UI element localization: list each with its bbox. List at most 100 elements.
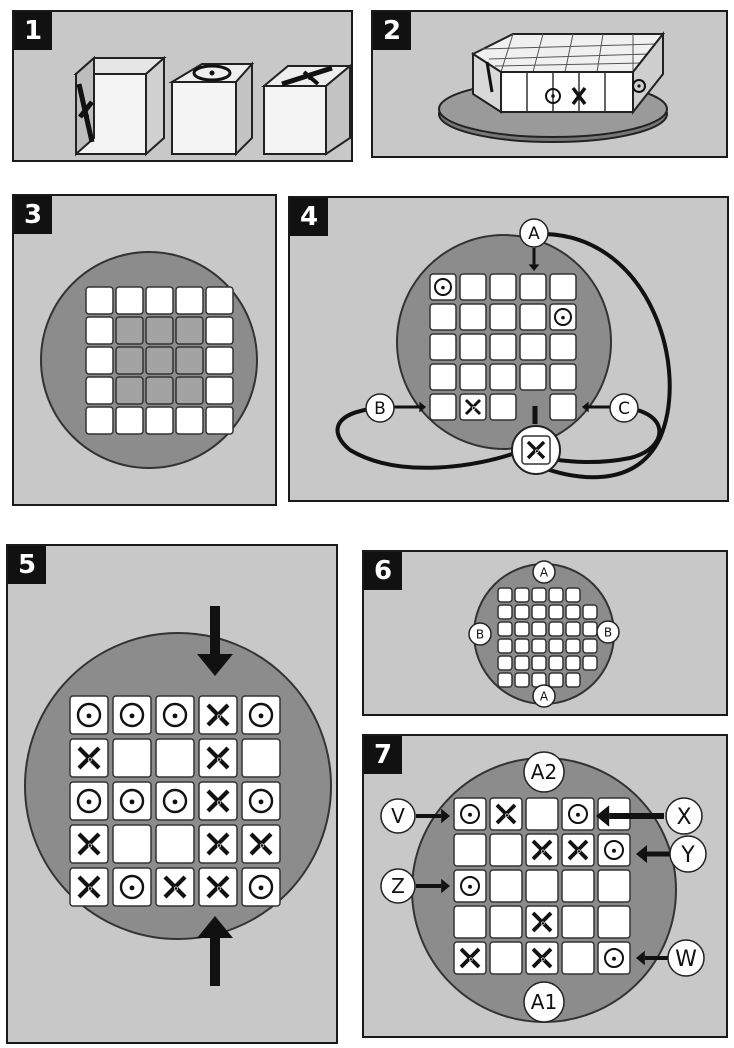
label-bottom: A	[532, 684, 556, 708]
symbol-o	[119, 702, 145, 728]
grid-cell	[497, 604, 513, 620]
outer-cell	[175, 286, 204, 315]
grid-cell	[561, 797, 595, 831]
grid-cell	[112, 824, 152, 864]
symbol-x	[206, 875, 230, 899]
label-left: B	[468, 622, 492, 646]
grid-cell	[565, 672, 581, 688]
grid-cell	[453, 797, 487, 831]
inner-cell	[145, 316, 174, 345]
grid-cell	[155, 824, 195, 864]
svg-text:Y: Y	[680, 843, 695, 868]
arrow-a	[528, 248, 540, 271]
grid-cell	[453, 869, 487, 903]
symbol-o	[604, 840, 624, 860]
panel-number: 7	[364, 736, 402, 774]
grid-cell	[549, 273, 577, 301]
grid-cell	[514, 638, 530, 654]
grid-cell	[525, 797, 559, 831]
grid-cell	[525, 869, 559, 903]
grid-cell	[525, 833, 559, 867]
symbol-o	[248, 788, 274, 814]
symbol-o	[162, 788, 188, 814]
symbol-o	[545, 88, 561, 104]
grid-cell	[565, 621, 581, 637]
symbol-o	[248, 874, 274, 900]
outer-cell	[85, 316, 114, 345]
grid-cell	[489, 833, 523, 867]
arrow-x	[596, 805, 664, 827]
grid-cell	[519, 363, 547, 391]
symbol-x	[206, 789, 230, 813]
arrow-w	[636, 950, 670, 966]
inner-cell	[175, 316, 204, 345]
symbol-o	[554, 308, 572, 326]
svg-text:B: B	[604, 625, 612, 639]
grid-cell	[241, 738, 281, 778]
grid-cell	[565, 604, 581, 620]
panel-number: 5	[8, 546, 46, 584]
grid-cell	[489, 905, 523, 939]
grid-cell	[565, 587, 581, 603]
symbol-x	[459, 947, 481, 969]
grid-cell	[459, 303, 487, 331]
grid-cell	[489, 303, 517, 331]
symbol-x	[77, 746, 101, 770]
panel-number: 2	[373, 12, 411, 50]
grid-cell	[548, 638, 564, 654]
grid-cell	[497, 621, 513, 637]
grid-cell	[489, 273, 517, 301]
grid-cell	[241, 824, 281, 864]
panel-number: 1	[14, 12, 52, 50]
grid-cell	[241, 781, 281, 821]
symbol-x	[206, 832, 230, 856]
label-y: Y	[669, 835, 707, 873]
symbol-x	[77, 875, 101, 899]
symbol-o	[434, 278, 452, 296]
symbol-o	[568, 804, 588, 824]
outer-cell	[205, 406, 234, 435]
grid-cell	[549, 303, 577, 331]
grid-cell	[531, 638, 547, 654]
arrow-y	[636, 845, 670, 863]
outer-cell	[115, 406, 144, 435]
grid-cell	[582, 655, 598, 671]
grid-cell	[497, 655, 513, 671]
symbol-x	[206, 703, 230, 727]
outer-cell	[85, 346, 114, 375]
grid-cell	[597, 905, 631, 939]
label-w: W	[667, 939, 705, 977]
panel-1: 1	[12, 10, 353, 162]
symbol-o	[76, 788, 102, 814]
label-right: B	[596, 620, 620, 644]
symbol-x	[567, 839, 589, 861]
grid-cell	[548, 672, 564, 688]
grid-cell	[497, 638, 513, 654]
grid-cell	[429, 393, 457, 421]
movement-paths	[335, 232, 672, 480]
svg-text:X: X	[676, 805, 691, 830]
grid-cell	[489, 869, 523, 903]
label-z: Z	[380, 868, 416, 904]
grid-cell	[549, 333, 577, 361]
grid-cell	[519, 303, 547, 331]
grid-cell	[489, 797, 523, 831]
grid-cell	[582, 638, 598, 654]
grid-cell	[597, 869, 631, 903]
grid-cell	[548, 604, 564, 620]
outer-cell	[205, 376, 234, 405]
svg-text:A1: A1	[531, 990, 557, 1014]
outer-cell	[85, 406, 114, 435]
label-b: B	[365, 393, 395, 423]
panel-number: 3	[14, 196, 52, 234]
grid-cell	[497, 587, 513, 603]
grid-cell	[548, 621, 564, 637]
symbol-o	[460, 876, 480, 896]
grid-cell	[531, 655, 547, 671]
grid-cell	[561, 869, 595, 903]
arrow-z	[416, 878, 450, 894]
grid-cell	[565, 638, 581, 654]
